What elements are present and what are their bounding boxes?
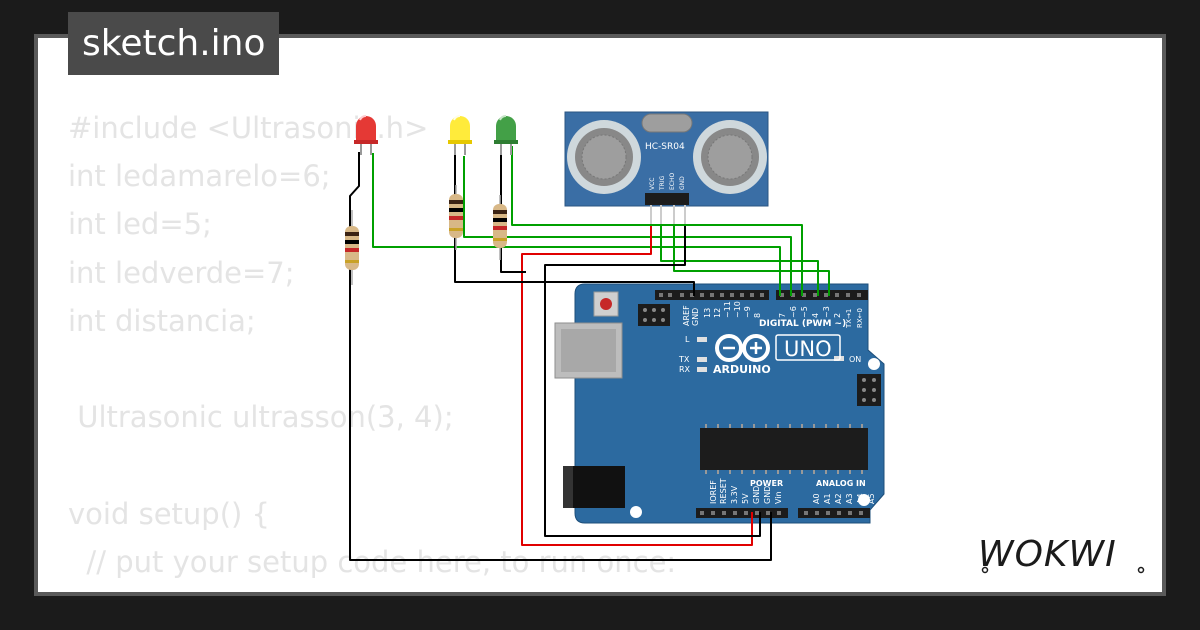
gnd-label: GND [691, 308, 700, 326]
code-line: void setup() { [68, 496, 270, 531]
icsp-header [638, 304, 670, 326]
wire-green-gnd [500, 148, 526, 273]
resistor-2[interactable] [449, 185, 463, 250]
pin-ioref-label: IOREF [709, 480, 718, 504]
analog-label: ANALOG IN [816, 479, 866, 488]
led-red[interactable] [354, 115, 378, 155]
arduino-logo-icon [715, 334, 770, 362]
pin-a4-label: A4 [856, 493, 865, 504]
pin-12-label: 12 [713, 308, 722, 318]
arduino-label: ARDUINO [713, 363, 771, 376]
resistor-3[interactable] [493, 195, 507, 260]
file-tab-label: sketch.ino [82, 23, 266, 64]
code-line: #include <Ultrasonic.h> [68, 111, 429, 145]
pin-10-label: ~10 [733, 301, 742, 318]
pin-9-label: ~9 [743, 306, 752, 318]
sensor-pin-gnd-label: GND [679, 176, 686, 190]
pin-a2-label: A2 [834, 493, 843, 504]
file-tab[interactable]: sketch.ino [68, 12, 280, 75]
led-yellow[interactable] [448, 115, 472, 155]
pin-gnd2-label: GND [763, 486, 772, 504]
sensor-pin-vcc-label: VCC [649, 178, 656, 190]
pin-2-label: 2 [833, 313, 842, 318]
pin-3v3-label: 3.3V [730, 485, 739, 504]
code-line: int ledverde=7; [68, 255, 295, 290]
wokwi-logo-text: WOKWI [978, 534, 1117, 575]
code-line: int distancia; [68, 303, 256, 338]
pin-tx-label: TX→1 [845, 309, 853, 329]
power-label: POWER [750, 479, 783, 488]
microcontroller-chip [700, 428, 868, 470]
wire-vcc [521, 226, 753, 546]
led-green[interactable] [494, 115, 518, 155]
wire-trig [660, 226, 819, 296]
wire-echo [673, 226, 830, 296]
led-rx-label: RX [679, 365, 691, 374]
wires [349, 146, 830, 561]
icsp-right [857, 374, 881, 406]
sensor-pin-echo-label: ECHO [669, 173, 676, 190]
pin-a1-label: A1 [823, 493, 832, 504]
pin-7-label: 7 [778, 313, 787, 318]
uno-label: UNO [784, 337, 832, 361]
code-line: int led=5; [68, 207, 212, 242]
resistor-1[interactable] [345, 210, 359, 285]
sensor-pin-trig-label: TRIG [659, 175, 666, 191]
pin-11-label: ~11 [723, 301, 732, 318]
ultrasonic-sensor[interactable]: HC-SR04 VCC TRIG ECHO GND [564, 111, 769, 226]
power-header[interactable] [696, 508, 870, 518]
pin-vin-label: Vin [774, 491, 783, 504]
aref-label: AREF [682, 305, 691, 326]
wire-yellow-led [463, 156, 792, 296]
pin-reset-label: RESET [719, 478, 728, 504]
led-tx [697, 357, 707, 362]
pin-a0-label: A0 [812, 493, 821, 504]
code-line: int ledamarelo=6; [68, 159, 331, 194]
led-on-label: ON [849, 355, 861, 364]
sensor-label: HC-SR04 [645, 142, 685, 152]
pin-rx-label: RX←0 [856, 308, 864, 328]
arduino-uno-board[interactable]: AREF GND 13 12 ~11 ~10 ~9 8 7 ~6 ~5 4 ~3… [554, 283, 885, 524]
power-jack [563, 466, 625, 508]
pin-gnd1-label: GND [752, 486, 761, 504]
pin-8-label: 8 [753, 313, 762, 318]
digital-header[interactable] [655, 290, 868, 300]
led-rx [697, 367, 707, 372]
pin-a3-label: A3 [845, 493, 854, 504]
led-tx-label: TX [678, 355, 690, 364]
led-on [834, 356, 844, 361]
pin-3-label: ~3 [822, 306, 831, 318]
wire-red-gnd [349, 152, 772, 561]
wokwi-logo: WOKWI [978, 534, 1145, 575]
code-preview: #include <Ultrasonic.h> int ledamarelo=6;… [68, 104, 676, 592]
pin-6-label: ~6 [789, 306, 798, 318]
pin-4-label: 4 [811, 313, 820, 318]
led-l-label: L [685, 335, 690, 344]
led-l [697, 337, 707, 342]
wire-sensor-gnd [544, 226, 761, 537]
pin-a5-label: A5 [867, 493, 876, 504]
digital-label: DIGITAL (PWM ~) [759, 319, 846, 329]
code-line: Ultrasonic ultrasson(3, 4); [68, 400, 454, 435]
pin-5v-label: 5V [741, 493, 750, 504]
pin-13-label: 13 [703, 308, 712, 318]
code-line: // put your setup code here, to run once… [68, 544, 677, 579]
pin-5-label: ~5 [800, 306, 809, 318]
